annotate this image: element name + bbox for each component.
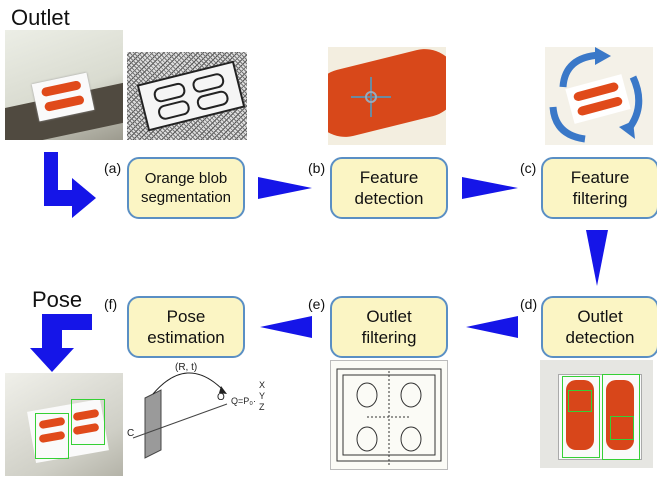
pose-rt-label: (R, t) — [175, 362, 198, 373]
feature-closeup-photo — [328, 47, 446, 145]
stage-f-label: Pose estimation — [147, 307, 225, 347]
arrow-d-e-icon — [466, 316, 518, 338]
pose-eq-label: Q=P₀· — [231, 396, 256, 406]
stage-f-box: Pose estimation — [127, 296, 245, 358]
arrow-e-f-icon — [260, 316, 312, 338]
input-outlet-photo — [5, 30, 123, 140]
stage-e-box: Outlet filtering — [330, 296, 448, 358]
stage-e-label: Outlet filtering — [361, 307, 417, 347]
feature-cross-icon — [351, 77, 391, 117]
arrow-b-c-icon — [462, 177, 518, 199]
outlet-sketch — [330, 360, 448, 470]
stage-b-tag: (b) — [308, 160, 326, 176]
stage-d-tag: (d) — [520, 296, 538, 312]
output-arrow-icon — [30, 314, 92, 372]
pose-result-photo — [5, 373, 123, 476]
input-arrow-icon — [44, 152, 96, 218]
pose-c-label: C — [127, 428, 135, 439]
pose-o-label: O — [217, 392, 225, 403]
arrow-c-d-icon — [586, 230, 608, 286]
segmentation-photo — [127, 52, 247, 140]
pose-matrix-label: X Y Z — [259, 380, 266, 412]
stage-e-tag: (e) — [308, 296, 326, 312]
stage-c-box: Feature filtering — [541, 157, 657, 219]
stage-b-label: Feature detection — [354, 168, 424, 208]
pose-geometry-sketch: (R, t) C O Q=P₀· X Y Z — [127, 360, 272, 470]
stage-f-tag: (f) — [104, 296, 118, 312]
stage-c-label: Feature filtering — [570, 168, 630, 208]
arrow-a-b-icon — [258, 177, 312, 199]
pose-title: Pose — [32, 287, 83, 312]
stage-a-label: Orange blob segmentation — [140, 170, 232, 206]
stage-c-tag: (c) — [520, 160, 537, 176]
stage-d-box: Outlet detection — [541, 296, 657, 358]
stage-a-box: Orange blob segmentation — [127, 157, 245, 219]
outlet-title: Outlet — [11, 5, 70, 30]
stage-d-label: Outlet detection — [565, 307, 635, 347]
stage-a-tag: (a) — [104, 160, 122, 176]
stage-b-box: Feature detection — [330, 157, 448, 219]
feature-filter-photo — [545, 47, 653, 145]
outlet-detect-photo — [540, 360, 653, 468]
